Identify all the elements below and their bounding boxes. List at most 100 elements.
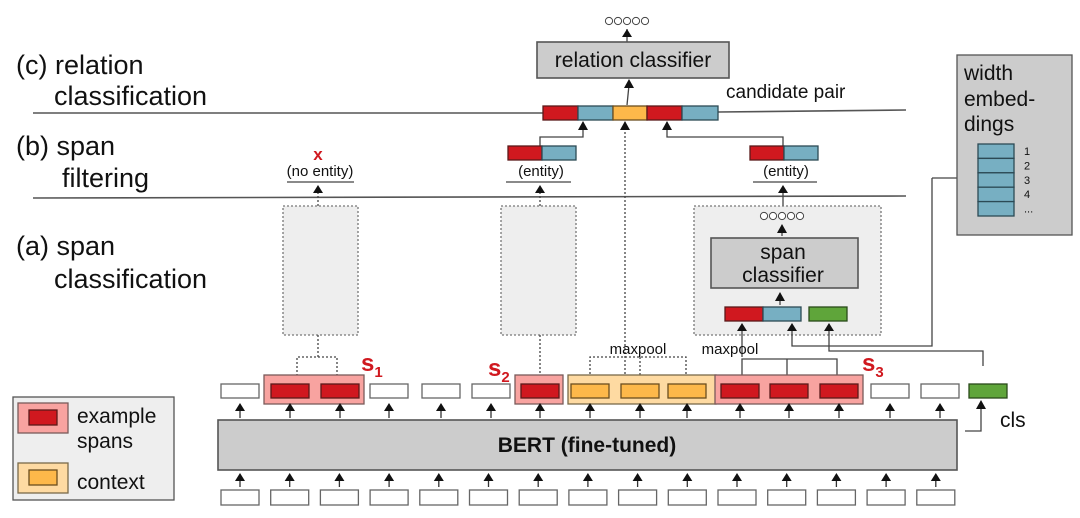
- token-span2: [520, 383, 560, 399]
- arrow-head-icon: [778, 185, 788, 193]
- span-classifier-line1: span: [760, 241, 806, 264]
- input-token: [319, 489, 360, 506]
- token-span3: [769, 383, 809, 399]
- legend-example-spans-line1: example: [77, 405, 156, 428]
- token-plain: [471, 383, 511, 399]
- arrow-head-icon: [976, 400, 986, 409]
- width-embedding-connector: [791, 178, 933, 347]
- output-node: [613, 16, 623, 26]
- bert-input-tokens: [220, 473, 956, 506]
- arrow-head-icon: [881, 473, 892, 481]
- arrow-head-icon: [483, 473, 494, 481]
- arrow-head-icon: [535, 185, 545, 193]
- output-node: [604, 16, 614, 26]
- arrow-head-icon: [732, 473, 742, 481]
- stage-a-line2: classification: [54, 264, 207, 294]
- stage-b-line2: filtering: [62, 163, 149, 193]
- stage-a-line1: (a) span: [16, 231, 115, 261]
- arrow-head-icon: [285, 403, 295, 411]
- arrow-head-icon: [824, 323, 834, 331]
- arrow-head-icon: [831, 473, 842, 481]
- output-node: [622, 16, 632, 26]
- arrow-head-icon: [781, 473, 792, 481]
- stage-b-label: (b) span filtering: [16, 131, 149, 193]
- stage-c-line2: classification: [54, 81, 207, 111]
- input-token: [468, 489, 509, 506]
- filter-result-no-entity: x (no entity): [287, 145, 354, 206]
- arrow-head-icon: [775, 292, 785, 301]
- output-node: [640, 16, 650, 26]
- cls-arrow-line: [965, 406, 982, 432]
- output-node: [631, 16, 641, 26]
- stage-a-label: (a) span classification: [16, 231, 207, 294]
- arrow-head-icon: [682, 473, 693, 481]
- input-token: [717, 489, 757, 506]
- arrow-head-icon: [935, 403, 945, 411]
- span-classifier-output: [759, 211, 805, 221]
- separator-c-right: [717, 109, 907, 113]
- span-label-s2: s2: [488, 355, 510, 386]
- entity-width-segment: [541, 145, 577, 161]
- arrow-head-icon: [384, 403, 394, 411]
- stage-c-line1: (c) relation: [16, 50, 144, 80]
- arrow-head-icon: [486, 403, 496, 411]
- legend-context-label: context: [77, 471, 145, 494]
- cls-connector: [828, 329, 984, 366]
- output-node: [759, 211, 769, 221]
- arrow-head-icon: [735, 403, 745, 411]
- arrow-head-icon: [784, 403, 794, 411]
- arrow-head-icon: [384, 473, 395, 481]
- token-plain: [220, 383, 260, 399]
- input-token: [866, 489, 906, 506]
- arrow-head-icon: [284, 473, 295, 481]
- token-plain: [369, 383, 409, 399]
- arrow-head-icon: [436, 403, 446, 411]
- entity-label: (entity): [763, 163, 809, 180]
- entity-span-segment: [507, 145, 543, 161]
- candidate-width1-segment: [577, 105, 614, 121]
- arrow-head-icon: [582, 473, 593, 481]
- input-token: [518, 489, 558, 506]
- bert-output-tokens: [220, 383, 1008, 418]
- entity-label: (entity): [518, 163, 564, 180]
- candidate-span2-segment: [646, 105, 683, 121]
- span-classifier-collapsed-1: [282, 205, 359, 336]
- input-token: [220, 489, 260, 506]
- token-plain: [870, 383, 910, 399]
- entity-span-segment: [749, 145, 785, 161]
- no-entity-label: (no entity): [287, 163, 354, 180]
- token-context: [667, 383, 707, 399]
- arrow-head-icon: [578, 121, 588, 130]
- reject-x-icon: x: [313, 145, 323, 164]
- span-label-s1: s1: [361, 350, 383, 381]
- token-context: [570, 383, 610, 399]
- candidate-width2-segment: [681, 105, 719, 121]
- bert-label: BERT (fine-tuned): [498, 434, 676, 457]
- input-token: [617, 489, 658, 506]
- legend: example spans context: [12, 396, 175, 501]
- token-span3: [720, 383, 760, 399]
- width-embedding-row: [977, 157, 1015, 174]
- arrow-head-icon: [334, 473, 345, 481]
- legend-example-spans-swatch: [28, 409, 58, 426]
- arrow-head-icon: [787, 323, 797, 331]
- width-embeddings-line2: embed-: [964, 88, 1035, 111]
- span-classifier-collapsed-2: [500, 205, 577, 336]
- width-embeddings-line3: dings: [964, 113, 1014, 136]
- width-embedding-index: 3: [1024, 175, 1030, 187]
- token-cls: [968, 383, 1008, 399]
- arrow-head-icon: [834, 403, 844, 411]
- relation-classifier-label: relation classifier: [555, 49, 711, 72]
- output-node: [786, 211, 796, 221]
- arrow-head-icon: [533, 473, 544, 481]
- token-plain: [421, 383, 461, 399]
- width-embedding-index: 4: [1024, 189, 1030, 201]
- input-token: [419, 489, 459, 506]
- arrow-head-icon: [235, 473, 245, 481]
- arrow-head-icon: [433, 473, 444, 481]
- span-classifier-line2: classifier: [742, 264, 824, 287]
- arrow-head-icon: [885, 403, 895, 411]
- input-token: [767, 489, 807, 506]
- relation-classifier-box: [536, 41, 730, 79]
- token-span1: [320, 383, 360, 399]
